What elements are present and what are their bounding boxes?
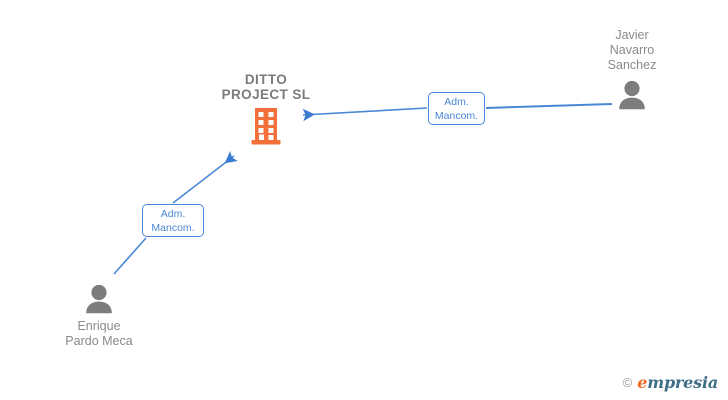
person-icon (557, 79, 707, 111)
company-name-label: DITTO PROJECT SL (221, 72, 311, 102)
empresia-watermark: © empresia (622, 373, 719, 392)
brand-logotype: empresia (637, 373, 718, 392)
relation-label-enrique[interactable]: Adm. Mancom. (142, 204, 204, 237)
edge-relation-to-company-bottom (172, 151, 238, 204)
person-node-enrique-pardo-meca[interactable]: Enrique Pardo Meca (24, 283, 174, 349)
brand-remainder: mpresia (647, 373, 718, 392)
edge-enrique-to-relation (113, 237, 147, 275)
copyright-icon: © (622, 375, 633, 390)
building-icon (196, 107, 336, 145)
company-node-ditto-project-sl[interactable]: DITTO PROJECT SL (196, 72, 336, 145)
person-icon (24, 283, 174, 315)
brand-initial: e (637, 373, 648, 392)
person-node-javier-navarro-sanchez[interactable]: Javier Navarro Sanchez (557, 28, 707, 111)
person-name-label: Enrique Pardo Meca (65, 319, 133, 348)
person-name-label: Javier Navarro Sanchez (607, 28, 657, 72)
relation-label-javier[interactable]: Adm. Mancom. (428, 92, 485, 125)
